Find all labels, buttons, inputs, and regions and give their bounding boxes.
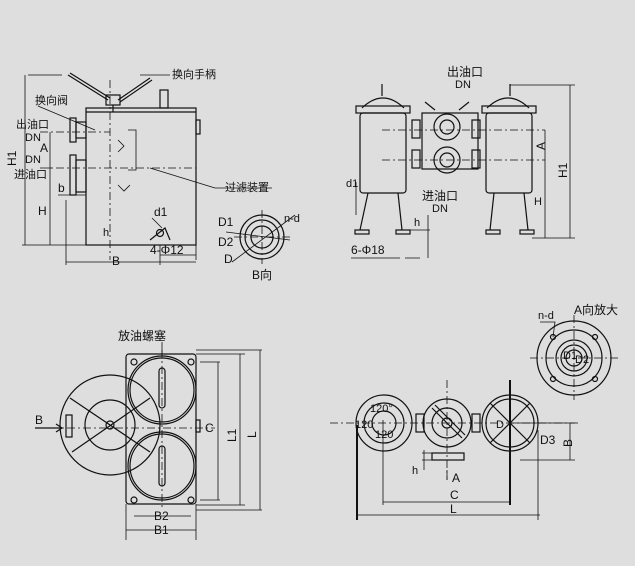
plan-dim-b: B (561, 439, 575, 447)
dim-a: A (40, 141, 48, 155)
dim-h: H (38, 204, 47, 218)
side-inlet-label: 进油口 (422, 189, 458, 203)
plan-dim-l: L (450, 502, 457, 516)
side-view: 出油口 DN 进油口 DN A H1 H d1 h 6-Φ18 (346, 65, 575, 259)
valve-block (421, 112, 479, 170)
right-tank (485, 112, 533, 194)
angle-120-2: 120 (355, 419, 373, 431)
side-inlet-dn: DN (432, 203, 448, 215)
handle-icon (67, 72, 153, 112)
side-dim-h-small: h (414, 217, 420, 229)
outlet-dn: DN (25, 132, 41, 144)
outlet-label: 出油口 (16, 117, 49, 131)
dim-B: B (112, 254, 120, 268)
flange-d1: D1 (218, 215, 234, 229)
handle-sweep (59, 374, 161, 476)
arrow-a-label: A (452, 471, 460, 485)
filter-label: 过滤装置 (225, 181, 269, 194)
plan-dim-h: h (412, 465, 418, 477)
enlarge-title: A向放大 (574, 302, 618, 317)
front-view: 换向手柄 换向阀 出油口 DN DN 进油口 过滤装置 H1 A H b B d… (5, 67, 272, 268)
side-dim-d1: d1 (346, 178, 358, 190)
plan-view: 120° 120 120 D3 D B h A C L A向放大 n-d D1 … (330, 302, 620, 520)
top-dim-b1: B1 (154, 523, 169, 537)
angle-120-1: 120° (370, 403, 393, 415)
plan-base (431, 452, 465, 461)
left-tank-cap (361, 97, 405, 109)
arrow-b-label: B (35, 413, 43, 427)
side-holes: 6-Φ18 (351, 243, 385, 257)
vent-pipe (159, 89, 169, 109)
enlarge-d2: D2 (575, 354, 589, 366)
side-dim-a: A (534, 142, 548, 150)
a-enlarged-view: A向放大 n-d D1 D2 (530, 302, 620, 400)
angle-120-3: 120 (375, 429, 393, 441)
top-dim-l: L (245, 431, 259, 438)
valve-label: 换向阀 (35, 93, 68, 107)
top-dim-b2: B2 (154, 509, 169, 523)
drain-plug-label: 放油螺塞 (118, 328, 166, 343)
plan-d: D (496, 419, 504, 431)
side-dim-h1: H1 (556, 162, 570, 178)
inlet-flange (69, 154, 77, 196)
side-dim-h: H (534, 196, 542, 208)
flange-nd: n-d (284, 213, 300, 225)
plan-dim-c: C (450, 488, 459, 502)
flange-b-view: D1 D2 D n-d B向 (218, 210, 300, 282)
base-plate (125, 353, 197, 505)
filter-body (85, 107, 197, 246)
inlet-dn: DN (25, 154, 41, 166)
top-dim-c: C (205, 421, 214, 435)
dim-b-small: b (58, 181, 65, 195)
inlet-label: 进油口 (14, 167, 47, 181)
top-view: 放油螺塞 B C L1 L B2 B1 (35, 328, 262, 540)
holes-label: 4-Φ12 (150, 243, 184, 257)
top-dim-l1: L1 (225, 428, 239, 442)
flange-view-title: B向 (252, 267, 272, 282)
enlarge-d1: D1 (563, 350, 577, 362)
dim-h1: H1 (5, 150, 19, 166)
side-outlet-label: 出油口 (447, 65, 483, 79)
dim-d1: d1 (154, 205, 168, 219)
side-outlet-dn: DN (455, 79, 471, 91)
dim-h-small: h (103, 227, 109, 239)
handle-label: 换向手柄 (172, 67, 216, 81)
enlarge-nd: n-d (538, 310, 554, 322)
flange-d: D (224, 252, 233, 266)
flange-d2: D2 (218, 235, 234, 249)
left-tank (359, 112, 407, 194)
plan-d3: D3 (540, 433, 556, 447)
